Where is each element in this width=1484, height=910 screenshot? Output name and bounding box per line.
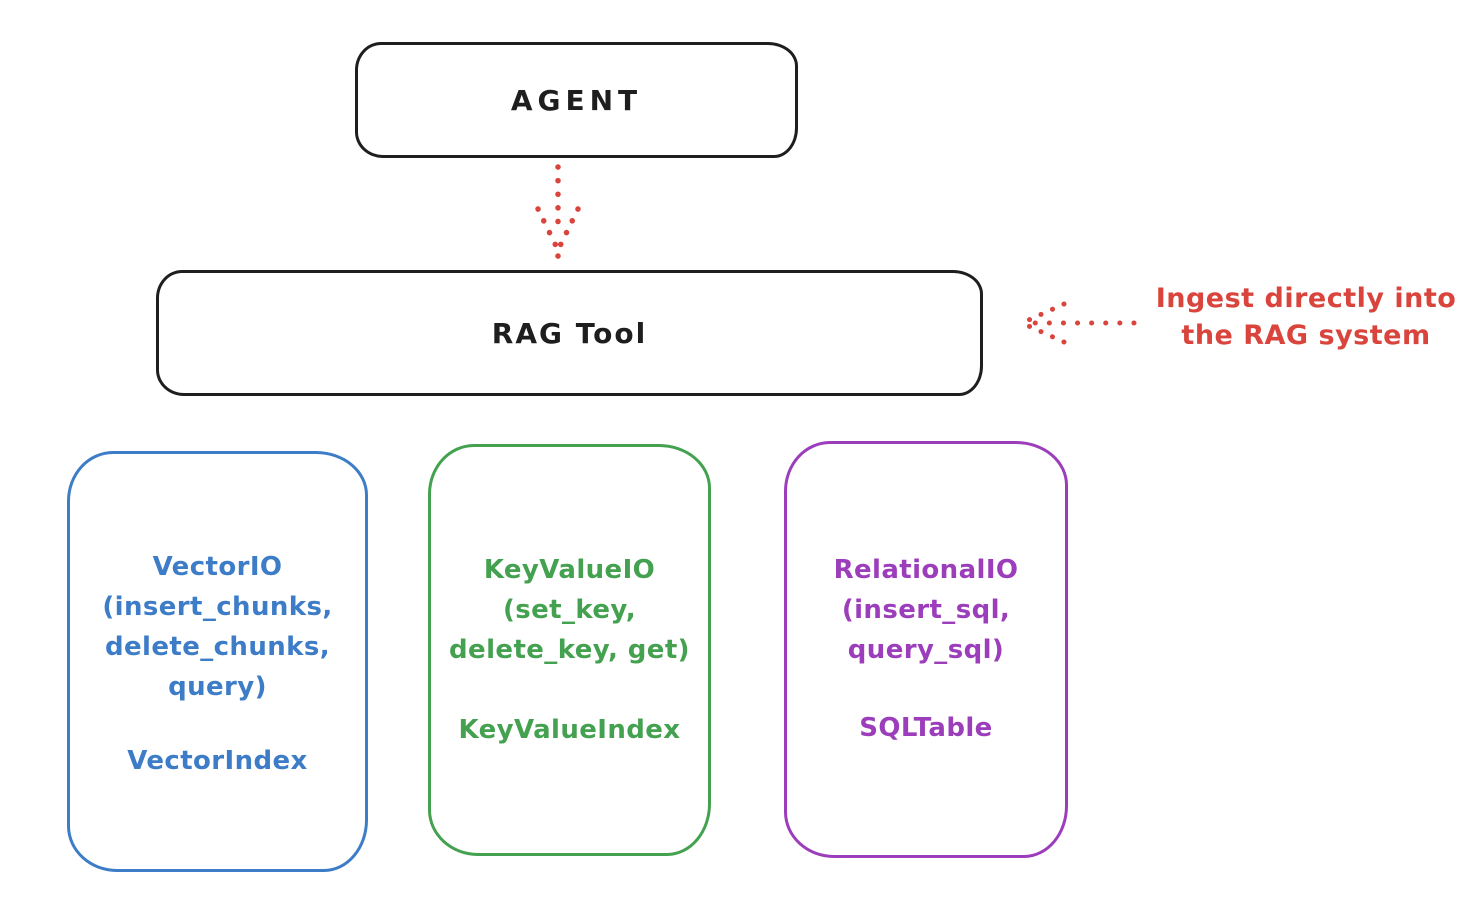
rag-tool-label: RAG Tool — [491, 316, 648, 350]
storage-line: KeyValueIO — [483, 555, 656, 585]
annotation-line-1: Ingest directly into — [1155, 283, 1457, 314]
storage-line: (set_key, — [502, 595, 637, 625]
storage-line: RelationalIO — [833, 555, 1019, 585]
agent-to-rag-tool-arrow-icon — [535, 164, 581, 259]
annotation-to-rag-tool-arrow-icon — [1019, 301, 1137, 345]
storage-line: query) — [168, 672, 267, 702]
vector-io-title: VectorIO (insert_chunks, delete_chunks, … — [70, 547, 365, 707]
ingest-annotation: Ingest directly into the RAG system — [1138, 280, 1474, 354]
relational-io-title: RelationalIO (insert_sql, query_sql) — [787, 550, 1065, 670]
storage-line: (insert_sql, — [841, 595, 1011, 625]
storage-line: delete_chunks, — [104, 632, 331, 662]
storage-line: (insert_chunks, — [102, 592, 333, 622]
keyvalue-io-node: KeyValueIO (set_key, delete_key, get) Ke… — [428, 444, 711, 856]
keyvalue-io-title: KeyValueIO (set_key, delete_key, get) — [431, 550, 708, 670]
storage-line: VectorIO — [152, 552, 283, 582]
annotation-line-2: the RAG system — [1181, 320, 1431, 351]
sql-table-label: SQLTable — [859, 713, 993, 743]
agent-node: AGENT — [355, 42, 798, 158]
agent-label: AGENT — [510, 83, 643, 117]
vector-io-node: VectorIO (insert_chunks, delete_chunks, … — [67, 451, 368, 872]
rag-tool-node: RAG Tool — [156, 270, 983, 396]
keyvalue-index-label: KeyValueIndex — [458, 715, 681, 745]
storage-line: query_sql) — [847, 635, 1005, 665]
vector-index-label: VectorIndex — [127, 746, 308, 776]
storage-line: delete_key, get) — [449, 635, 690, 665]
relational-io-node: RelationalIO (insert_sql, query_sql) SQL… — [784, 441, 1068, 858]
